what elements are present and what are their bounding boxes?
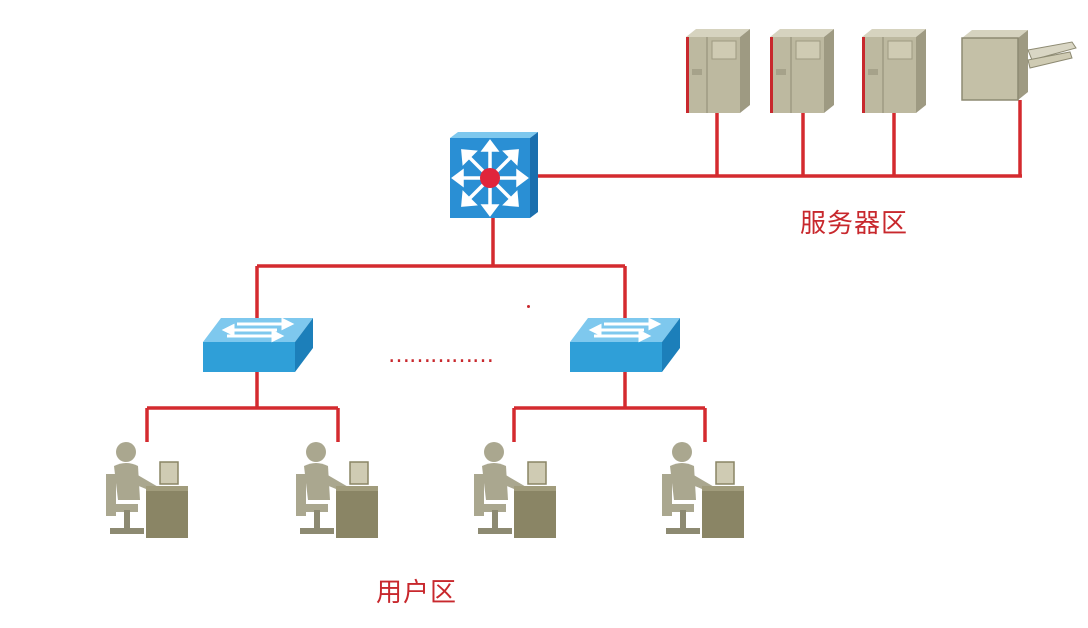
access-switch-icon	[568, 316, 682, 374]
user-workstation-icon	[661, 441, 745, 539]
user-zone-label: 用户区	[376, 578, 458, 608]
layer3-switch-icon	[450, 132, 538, 218]
user-workstation-icon	[295, 441, 379, 539]
user-workstation-icon	[105, 441, 189, 539]
user-workstation-icon	[473, 441, 557, 539]
server-tower-icon	[685, 28, 751, 114]
server-zone-label: 服务器区	[800, 209, 909, 239]
access-switch-icon	[201, 316, 315, 374]
storage-unit-icon	[961, 30, 1077, 101]
stray-dot	[527, 305, 530, 308]
more-switches-ellipsis: ……………	[388, 343, 494, 368]
server-tower-icon	[769, 28, 835, 114]
server-tower-icon	[861, 28, 927, 114]
links	[145, 100, 1022, 442]
